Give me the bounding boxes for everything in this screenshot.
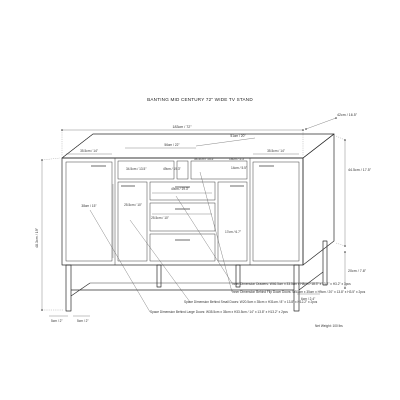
cubby-left [117,160,175,180]
label-inner-height: 44.5cm / 17.5" [348,168,372,172]
right-door [252,161,300,262]
small-door-right [217,181,248,262]
drawer-top [149,181,216,201]
label-center-right: 51cm / 20" [230,134,245,138]
label-depth: 42cm / 16.5" [337,113,358,117]
front-face [61,157,304,266]
label-cubby-left: 34.5cm / 13.5" [126,167,146,171]
right-side-face [302,133,335,266]
label-drawer-top-width: 49cm / 19.3" [163,167,181,171]
top-surface [61,133,335,159]
notes: Inner Dimension Drawers: W46.5cm x 33.5c… [150,282,366,328]
label-center-top: 56cm / 22" [164,143,179,147]
cubby-right [190,160,248,180]
label-overall-width: 183cm / 72" [172,125,192,129]
label-foot-a: 5cm / 2" [51,319,63,323]
note-net-weight: Net Weight: 100 lbs [315,324,343,328]
label-cubby-right: 34.5cm / 13.5" [194,157,214,161]
label-drawer-middle-width: 49cm / 19.3" [171,187,189,191]
note-large-doors: Space Dimension Behind Large Doors: W35.… [150,310,288,314]
base-frame [65,240,328,312]
label-leg-gap: 6cm / 2.4" [301,297,315,301]
left-door [65,161,113,262]
small-door-left [117,181,148,262]
label-overall-height: 48.3cm / 19" [35,227,39,248]
label-left-door-width: 35.5cm / 14" [80,149,98,153]
label-cubby-height-left: 14cm / 5.5" [231,166,247,170]
drawer-bottom [149,233,216,262]
label-drawer-height-left: 25.5cm / 10" [124,203,142,207]
label-right-door-width: 35.5cm / 14" [267,149,285,153]
label-drawer-height-right: 25.5cm / 10" [151,216,169,220]
note-flip-doors: Inner Dimension Behind Flip Down Doors: … [232,290,366,294]
dimension-lines [41,117,346,317]
diagram-title: BANTING MID CENTURY 72" WIDE TV STAND [147,97,253,102]
cubby-center [176,160,189,180]
dimension-labels: 183cm / 72" 42cm / 16.5" 35.5cm / 14" 35… [35,113,372,323]
label-cubby-height-right: 14cm / 5.5" [229,157,245,161]
note-small-doors: Space Dimension Behind Small Doors: W20.… [184,300,318,304]
label-leg-height: 20cm / 7.8" [348,269,367,273]
label-drawer-small: 17cm / 6.7" [225,230,241,234]
note-inner-drawers: Inner Dimension Drawers: W46.5cm x 33.5c… [232,282,351,286]
label-door-height: 38cm / 15" [81,204,96,208]
label-foot-b: 5cm / 2" [77,319,89,323]
drawer-middle [149,202,216,232]
